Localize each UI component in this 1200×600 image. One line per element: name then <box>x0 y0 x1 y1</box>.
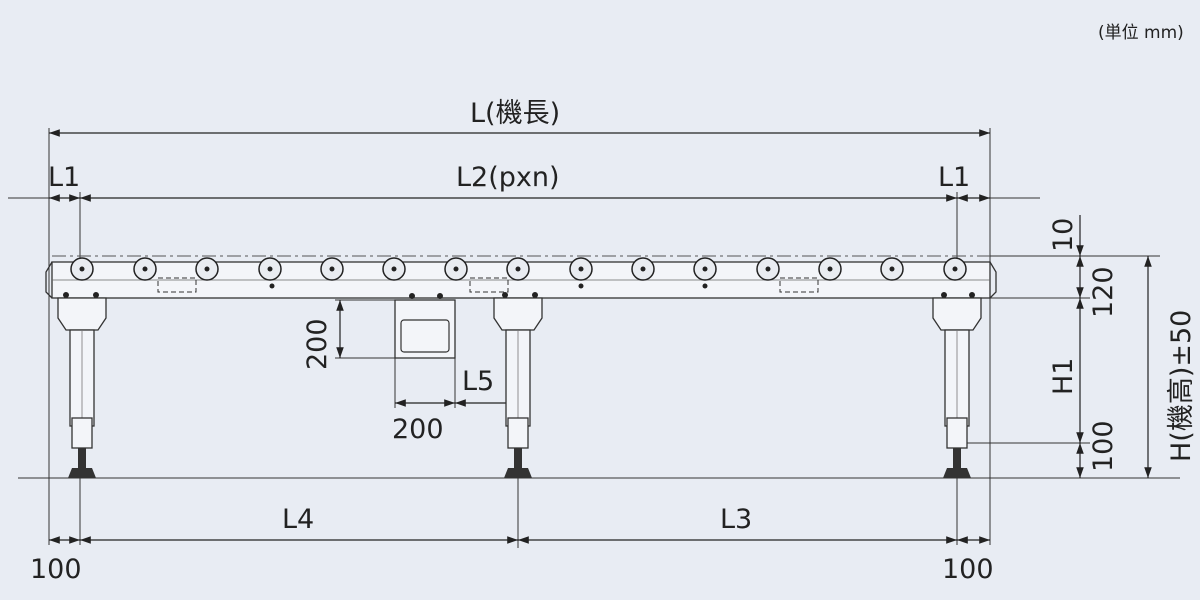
support-leg-center <box>493 297 543 478</box>
label-total-length: L(機長) <box>470 98 560 129</box>
label-offset-left: 100 <box>30 554 82 585</box>
roller <box>70 257 94 281</box>
label-l2: L2(pxn) <box>456 162 560 193</box>
label-box-width: 200 <box>392 414 444 445</box>
label-dim-10: 10 <box>1048 218 1079 252</box>
hidden-brackets <box>157 277 819 293</box>
support-leg-right <box>932 297 982 478</box>
label-l1-left: L1 <box>48 162 80 193</box>
label-box-height: 200 <box>302 318 333 370</box>
roller <box>382 257 406 281</box>
roller <box>320 257 344 281</box>
frame-bolts <box>63 283 975 299</box>
roller <box>506 257 530 281</box>
roller <box>818 257 842 281</box>
roller <box>195 257 219 281</box>
label-offset-right: 100 <box>942 554 994 585</box>
roller <box>569 257 593 281</box>
control-box <box>394 299 456 359</box>
dimension-lines <box>49 129 1152 544</box>
roller <box>631 257 655 281</box>
roller <box>258 257 282 281</box>
support-leg-left <box>57 297 107 478</box>
label-dim-120: 120 <box>1088 266 1119 318</box>
label-machine-height: H(機高)±50 <box>1166 310 1197 462</box>
label-h1: H1 <box>1048 358 1079 395</box>
rollers <box>70 257 967 281</box>
label-l1-right: L1 <box>938 162 970 193</box>
roller <box>693 257 717 281</box>
unit-note: (単位 mm) <box>1098 23 1184 43</box>
label-l4: L4 <box>282 504 314 535</box>
roller <box>444 257 468 281</box>
label-l3: L3 <box>720 504 752 535</box>
roller <box>943 257 967 281</box>
roller <box>880 257 904 281</box>
roller <box>756 257 780 281</box>
label-l5: L5 <box>462 366 494 397</box>
extension-lines <box>8 128 1180 548</box>
label-dim-100-vertical: 100 <box>1088 420 1119 472</box>
roller <box>133 257 157 281</box>
